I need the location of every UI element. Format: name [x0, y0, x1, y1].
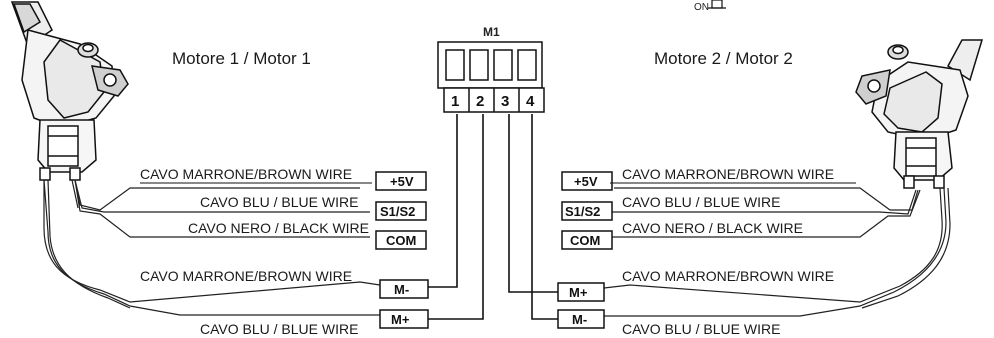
motor-1-encoder-wire-2-label: CAVO BLU / BLUE WIRE [200, 194, 358, 210]
terminal-label: M+ [391, 312, 410, 327]
connector-m1: M1 1 2 3 4 [437, 25, 545, 113]
motor-1-terminal-m-minus: M- [379, 279, 429, 299]
connector-socket-3 [493, 49, 513, 81]
motor-1-terminal-m-plus: M+ [379, 309, 429, 329]
pin-2-label: 2 [476, 93, 484, 110]
motor-2-cables [603, 187, 951, 317]
motor-2-terminal-5v: +5V [561, 171, 613, 191]
motor-1-terminal-5v: +5V [375, 171, 427, 191]
connector-socket-2 [469, 49, 489, 81]
motor-1-power-wire-2-label: CAVO BLU / BLUE WIRE [200, 321, 358, 337]
motor-2-title: Motore 2 / Motor 2 [654, 49, 793, 68]
terminal-label: COM [570, 233, 600, 248]
motor-1-drawing [10, 1, 129, 181]
motor-2-encoder-wire-2-label: CAVO BLU / BLUE WIRE [622, 194, 780, 210]
connector-socket-1 [445, 49, 465, 81]
motor-1-terminal-s1s2: S1/S2 [375, 201, 427, 221]
pin-4-label: 4 [526, 93, 535, 110]
motor-2-encoder-wire-3-label: CAVO NERO / BLACK WIRE [622, 220, 803, 236]
connector-wires [428, 114, 558, 320]
terminal-label: M- [394, 282, 409, 297]
motor-2-terminal-com: COM [561, 230, 613, 250]
terminal-label: COM [386, 233, 416, 248]
motor-2-encoder-wire-1-label: CAVO MARRONE/BROWN WIRE [622, 166, 834, 182]
motor-2-power-wire-2-label: CAVO BLU / BLUE WIRE [622, 321, 780, 337]
connector-title: M1 [483, 25, 500, 39]
motor-1-cables [43, 179, 381, 316]
motor-1-power-wire-1-label: CAVO MARRONE/BROWN WIRE [140, 268, 352, 284]
motor-1-encoder-wire-3-label: CAVO NERO / BLACK WIRE [188, 220, 369, 236]
motor-1-terminal-com: COM [375, 230, 427, 250]
motor-1-title: Motore 1 / Motor 1 [172, 49, 311, 68]
terminal-label: S1/S2 [380, 204, 415, 219]
terminal-label: S1/S2 [565, 204, 600, 219]
motor-2-terminal-m-plus: M+ [557, 282, 605, 302]
connector-socket-4 [517, 49, 537, 81]
motor-2-drawing [855, 39, 984, 189]
motor-1-encoder-wire-1-label: CAVO MARRONE/BROWN WIRE [140, 166, 352, 182]
motor-2-terminal-s1s2: S1/S2 [561, 201, 613, 221]
terminal-label: M- [572, 312, 587, 327]
terminal-label: M+ [569, 285, 588, 300]
terminal-label: +5V [574, 174, 598, 189]
corner-mark-icon [708, 0, 726, 9]
pin-1-label: 1 [451, 93, 459, 110]
pin-3-label: 3 [501, 93, 509, 110]
terminal-label: +5V [390, 174, 414, 189]
corner-mark-label: ON [694, 2, 709, 13]
motor-2-terminal-m-minus: M- [557, 309, 605, 329]
motor-2-power-wire-1-label: CAVO MARRONE/BROWN WIRE [622, 268, 834, 284]
